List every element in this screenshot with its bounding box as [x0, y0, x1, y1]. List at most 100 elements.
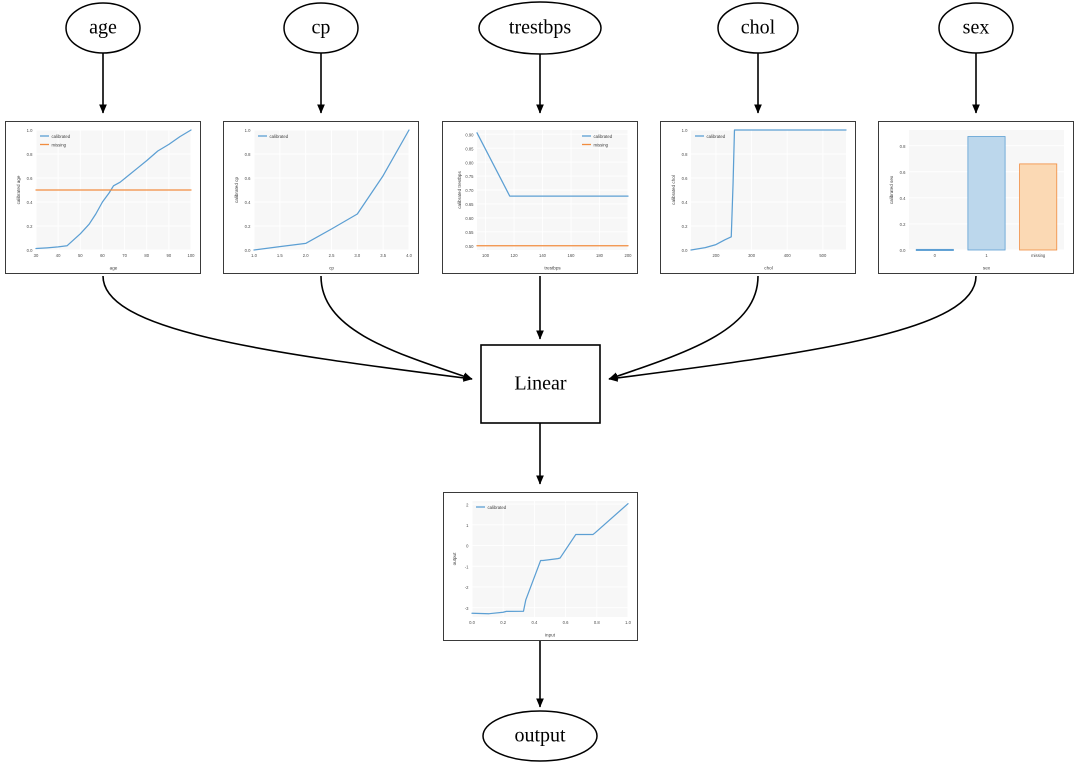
node-output-label: output — [514, 725, 566, 747]
y-axis-label: calibrated age — [16, 175, 21, 204]
legend: calibrated missing — [40, 134, 71, 147]
svg-text:0.2: 0.2 — [900, 222, 906, 227]
legend: calibrated — [476, 505, 507, 510]
series-line-calibrated — [471, 503, 629, 615]
svg-text:0.75: 0.75 — [465, 174, 474, 179]
svg-text:1.5: 1.5 — [277, 253, 283, 258]
svg-text:1.0: 1.0 — [27, 128, 33, 133]
svg-text:0.6: 0.6 — [27, 176, 33, 181]
svg-text:400: 400 — [784, 253, 792, 258]
svg-text:1: 1 — [985, 253, 988, 258]
svg-text:1.0: 1.0 — [682, 128, 688, 133]
svg-text:0.6: 0.6 — [682, 176, 688, 181]
svg-text:180: 180 — [596, 253, 604, 258]
svg-text:1.0: 1.0 — [245, 128, 251, 133]
svg-text:missing: missing — [594, 142, 609, 147]
svg-text:0.4: 0.4 — [531, 620, 537, 625]
node-trestbps[interactable]: trestbps — [478, 1, 602, 55]
node-sex-label: sex — [963, 17, 990, 39]
node-linear[interactable]: Linear — [480, 344, 601, 424]
bar — [1019, 163, 1058, 251]
svg-text:4.0: 4.0 — [406, 253, 412, 258]
svg-text:0.60: 0.60 — [465, 216, 474, 221]
svg-text:0.8: 0.8 — [900, 144, 906, 149]
bar — [915, 248, 954, 251]
y-axis-label: calibrated chol — [671, 175, 676, 205]
grid — [471, 501, 629, 617]
node-cp[interactable]: cp — [283, 2, 359, 54]
svg-text:0.2: 0.2 — [500, 620, 506, 625]
svg-text:0.4: 0.4 — [27, 200, 33, 205]
grid — [253, 129, 410, 251]
svg-text:0.2: 0.2 — [682, 224, 688, 229]
svg-text:0: 0 — [466, 544, 469, 549]
svg-text:0.8: 0.8 — [27, 152, 33, 157]
svg-text:40: 40 — [56, 253, 61, 258]
node-cp-label: cp — [312, 17, 331, 39]
node-chol[interactable]: chol — [717, 2, 799, 54]
svg-text:0.8: 0.8 — [245, 152, 251, 157]
node-trestbps-label: trestbps — [509, 17, 571, 39]
svg-text:160: 160 — [568, 253, 576, 258]
svg-text:0.0: 0.0 — [682, 248, 688, 253]
svg-text:missing: missing — [1031, 253, 1046, 258]
svg-text:0: 0 — [934, 253, 937, 258]
x-axis-label: cp — [329, 266, 334, 271]
svg-text:70: 70 — [122, 253, 127, 258]
svg-text:0.0: 0.0 — [245, 248, 251, 253]
node-sex[interactable]: sex — [938, 2, 1014, 54]
svg-text:0.90: 0.90 — [465, 132, 474, 137]
svg-text:1: 1 — [466, 523, 469, 528]
x-axis-label: age — [110, 266, 118, 271]
svg-text:0.0: 0.0 — [27, 248, 33, 253]
svg-text:0.8: 0.8 — [682, 152, 688, 157]
svg-text:30: 30 — [34, 253, 39, 258]
svg-text:2.5: 2.5 — [329, 253, 335, 258]
node-age[interactable]: age — [65, 2, 141, 54]
y-axis-label: calibrated cp — [234, 177, 239, 203]
node-linear-label: Linear — [514, 373, 567, 395]
svg-text:1.0: 1.0 — [251, 253, 257, 258]
svg-text:calibrated: calibrated — [270, 134, 289, 139]
grid — [477, 130, 629, 250]
svg-text:2.0: 2.0 — [303, 253, 309, 258]
svg-text:0.6: 0.6 — [245, 176, 251, 181]
svg-text:90: 90 — [167, 253, 172, 258]
svg-text:-1: -1 — [465, 564, 469, 569]
svg-text:0.4: 0.4 — [245, 200, 251, 205]
svg-text:calibrated: calibrated — [52, 134, 71, 139]
svg-text:3.5: 3.5 — [380, 253, 386, 258]
series-line-calibrated — [35, 129, 192, 250]
svg-text:0.8: 0.8 — [594, 620, 600, 625]
svg-text:calibrated: calibrated — [488, 505, 507, 510]
edge-plot-to-linear — [102, 275, 977, 382]
plot-area — [691, 130, 846, 250]
svg-text:100: 100 — [482, 253, 490, 258]
node-chol-label: chol — [741, 17, 776, 39]
node-output[interactable]: output — [482, 710, 598, 762]
svg-text:missing: missing — [52, 142, 67, 147]
svg-text:0.2: 0.2 — [27, 224, 33, 229]
y-axis-label: calibrated trestbps — [457, 171, 462, 209]
svg-text:3.0: 3.0 — [354, 253, 360, 258]
svg-text:300: 300 — [748, 253, 756, 258]
svg-text:80: 80 — [144, 253, 149, 258]
x-axis-label: sex — [983, 266, 991, 271]
series-line-calibrated — [690, 129, 847, 251]
svg-text:0.4: 0.4 — [900, 196, 906, 201]
svg-text:500: 500 — [819, 253, 827, 258]
svg-text:140: 140 — [539, 253, 547, 258]
svg-text:0.55: 0.55 — [465, 230, 474, 235]
svg-text:0.6: 0.6 — [900, 170, 906, 175]
svg-text:50: 50 — [78, 253, 83, 258]
svg-text:0.0: 0.0 — [469, 620, 475, 625]
